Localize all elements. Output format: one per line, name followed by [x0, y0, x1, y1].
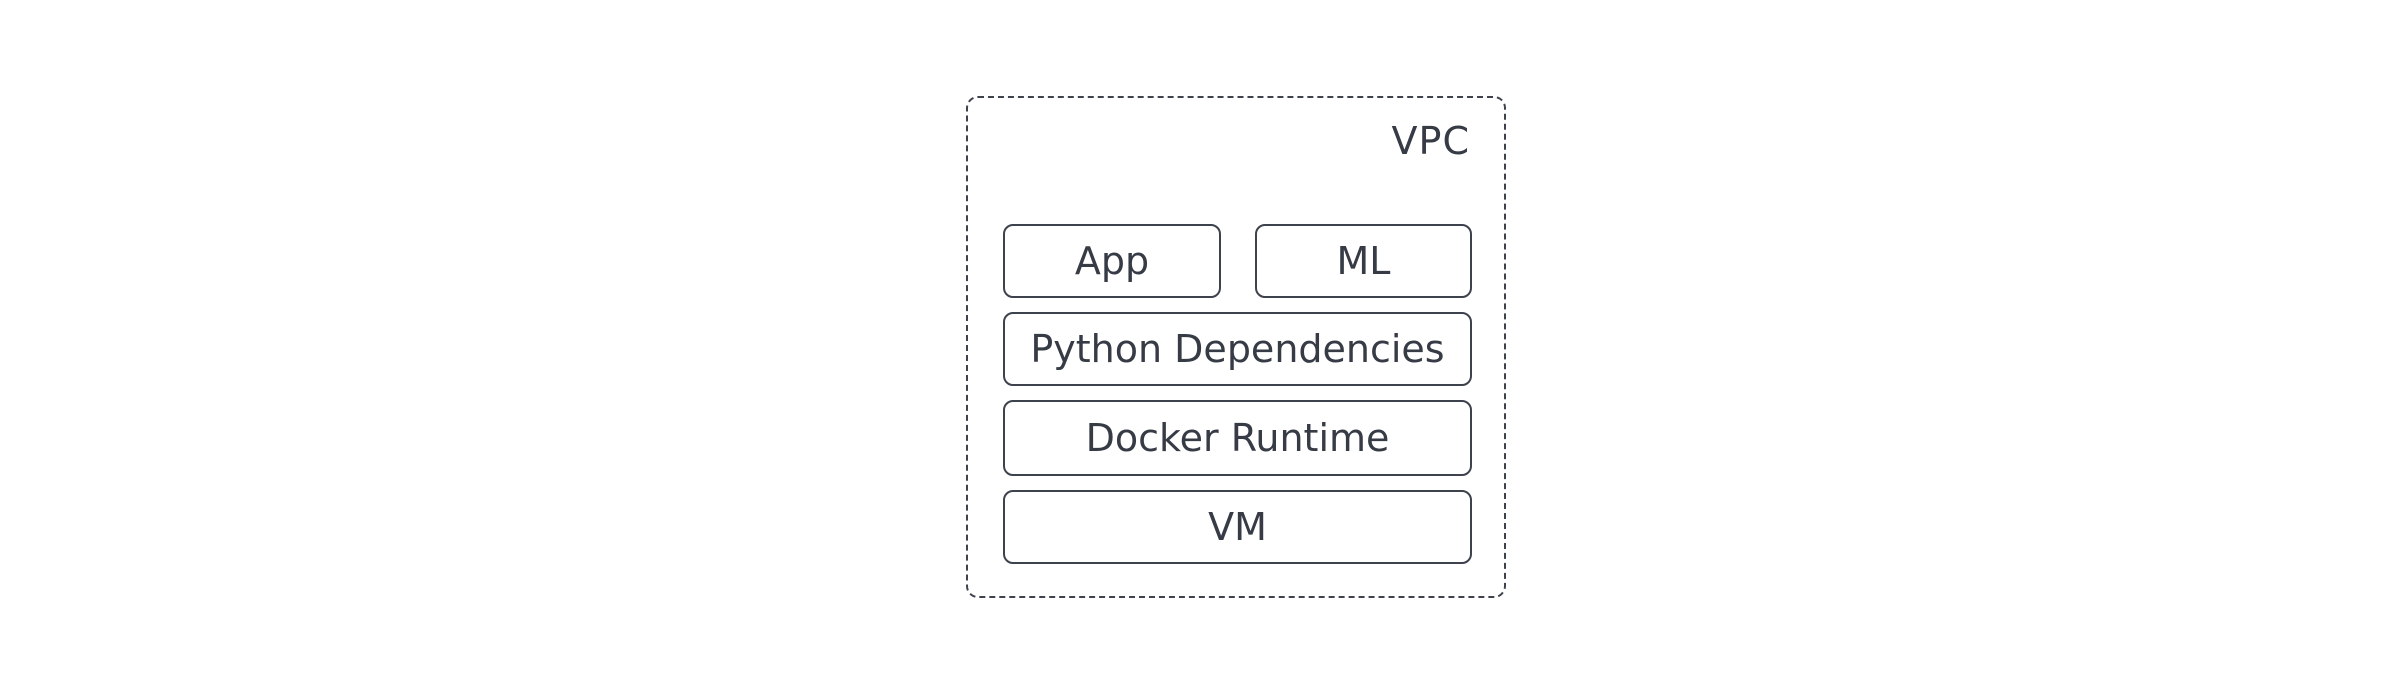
python-dependencies-label: Python Dependencies	[1030, 327, 1445, 371]
ml-box: ML	[1255, 224, 1472, 298]
vpc-container: VPC App ML Python Dependencies Docker Ru…	[966, 96, 1506, 598]
vpc-label: VPC	[1391, 119, 1470, 163]
python-dependencies-box: Python Dependencies	[1003, 312, 1472, 386]
vm-label: VM	[1208, 505, 1267, 549]
app-label: App	[1074, 239, 1150, 283]
docker-runtime-label: Docker Runtime	[1085, 416, 1390, 460]
ml-label: ML	[1336, 239, 1391, 283]
app-box: App	[1003, 224, 1221, 298]
vm-box: VM	[1003, 490, 1472, 564]
docker-runtime-box: Docker Runtime	[1003, 400, 1472, 476]
